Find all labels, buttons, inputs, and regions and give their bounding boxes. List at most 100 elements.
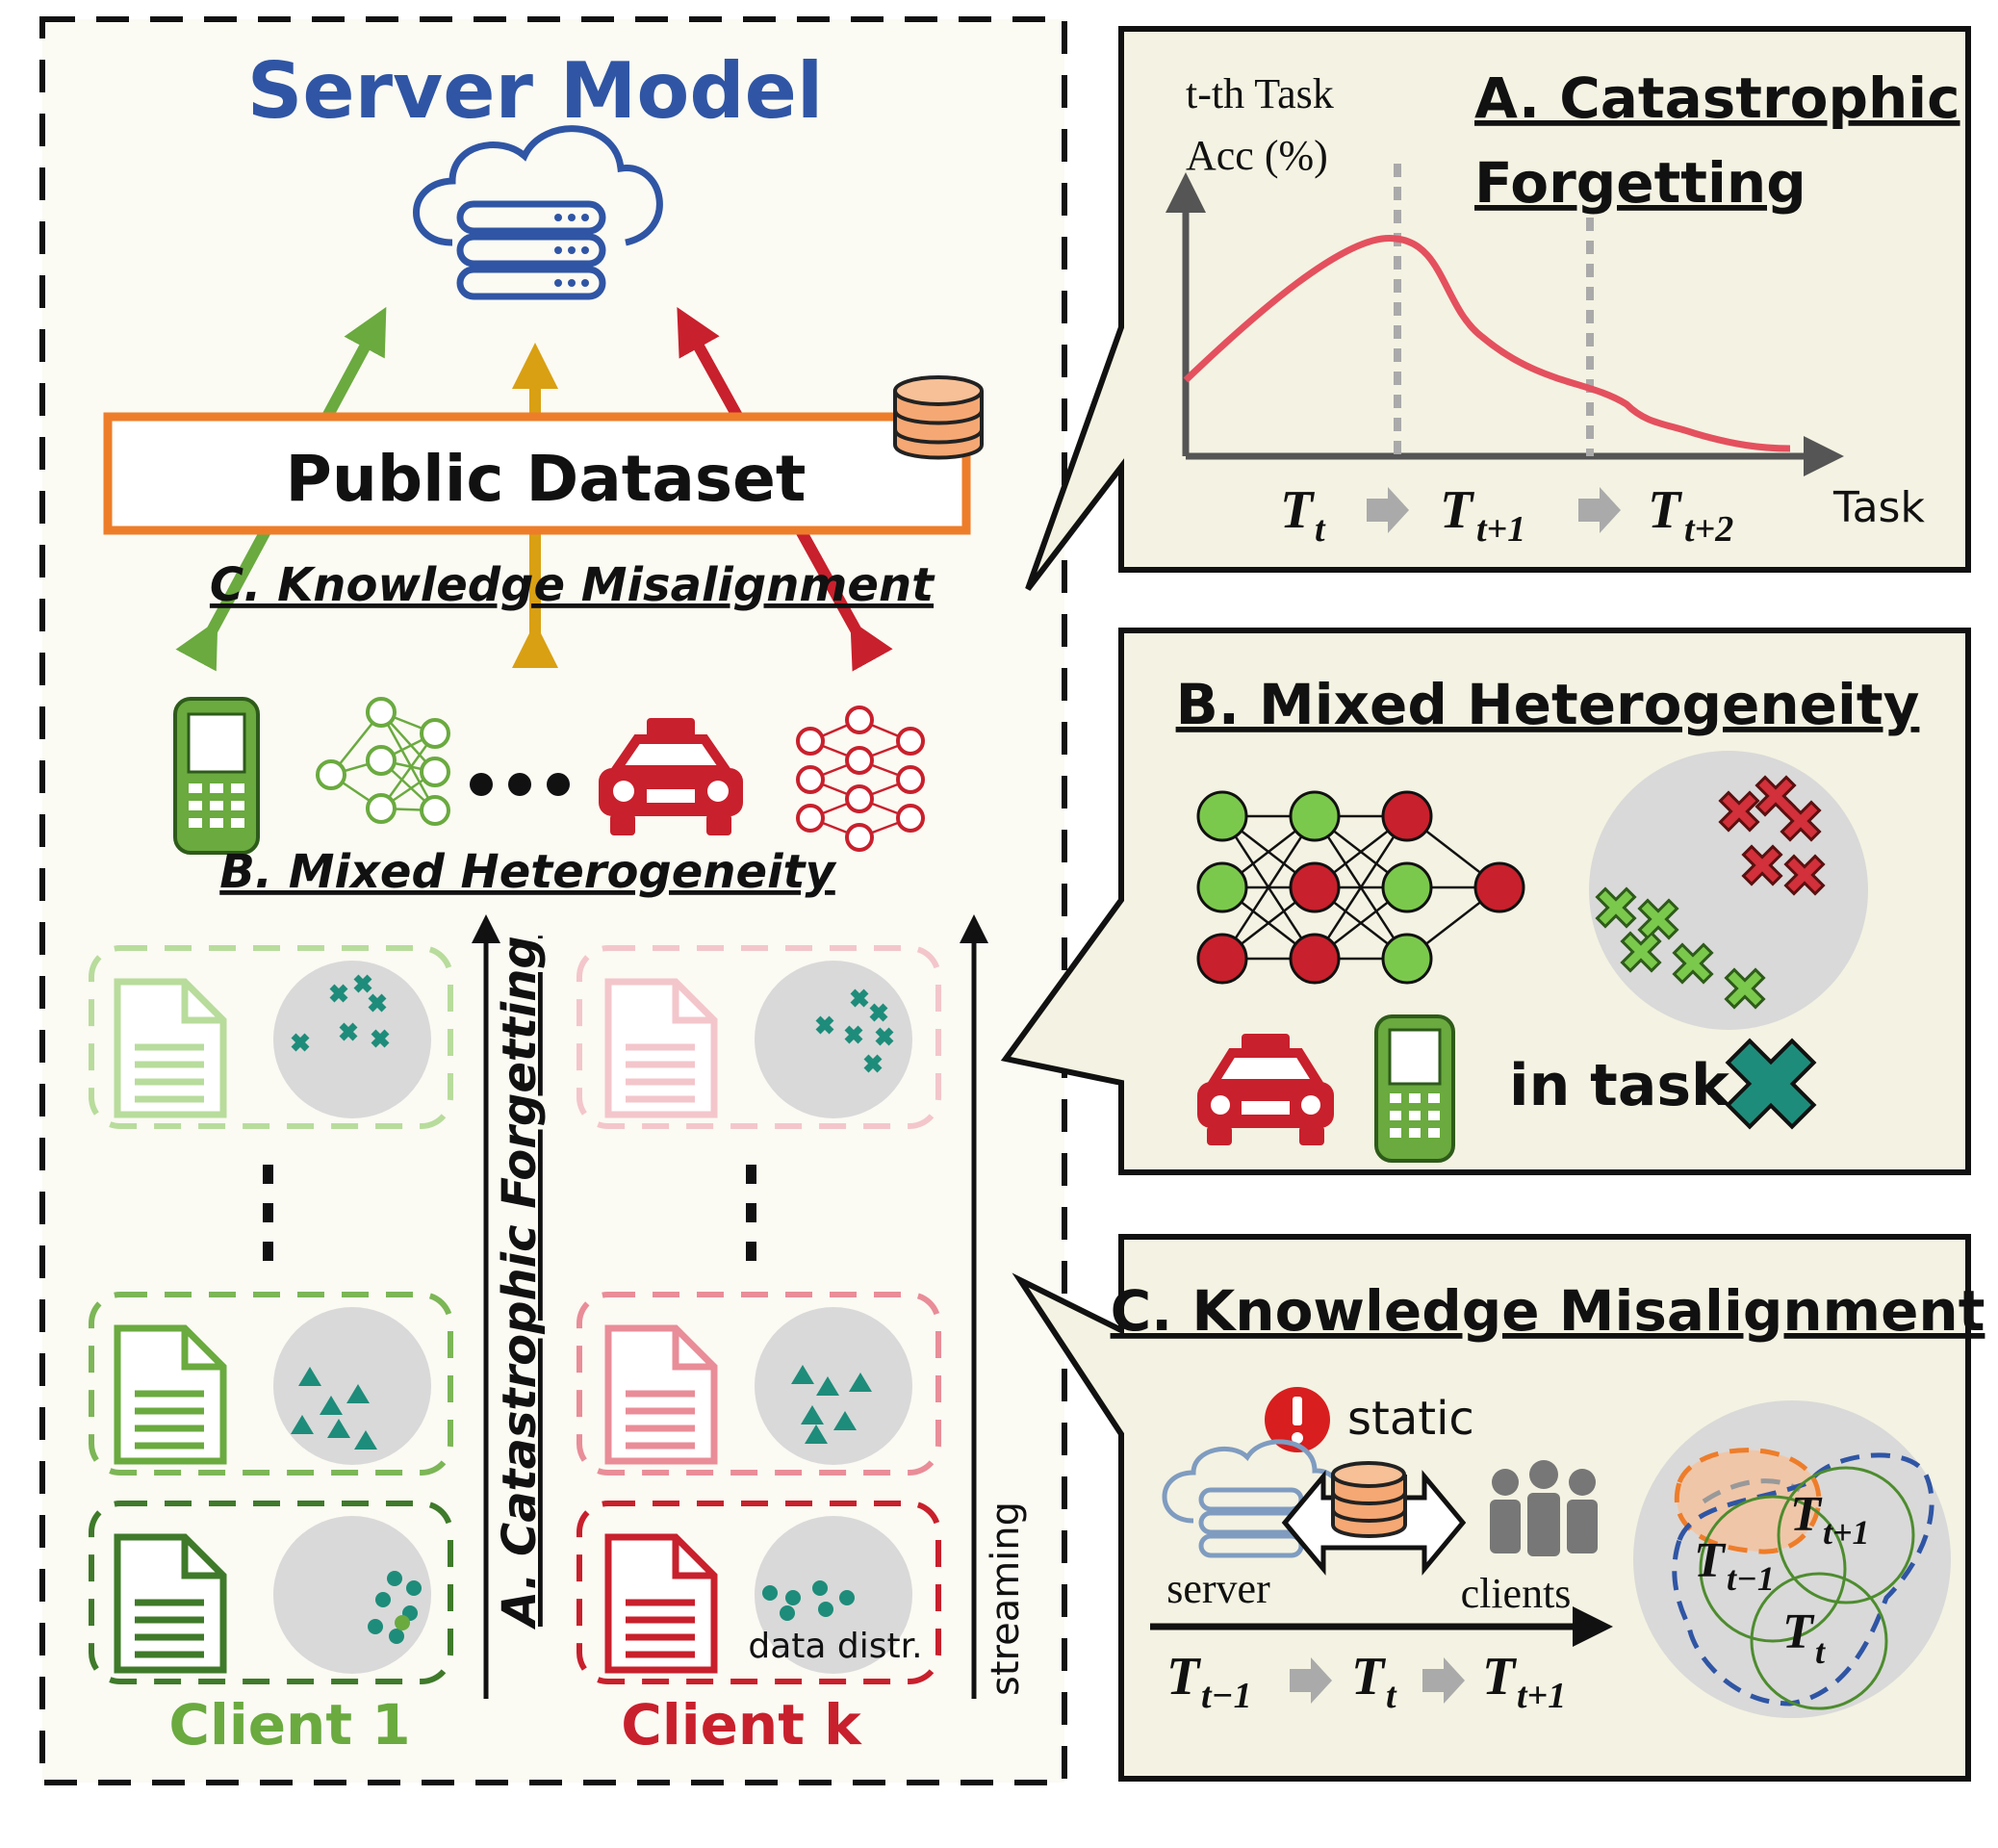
client-1-task-top [89,945,453,1129]
teal-triangle-markers [791,1365,872,1444]
panel-a-accuracy-curve [1183,235,1791,452]
panel-c-task-base: T [1166,1647,1202,1707]
server-title: Server Model [247,46,824,136]
phone-icon [173,697,260,855]
panel-a-ylabel-line1: t-th Task [1186,70,1334,117]
panel-c-knowledge-misalignment: C. Knowledge Misalignment static server … [1012,1234,1985,1782]
teal-x-markers [291,974,390,1052]
panel-c-task-sub: t [1386,1676,1397,1716]
data-distribution-label: data distr. [748,1627,922,1666]
streaming-label: streaming [984,1502,1028,1696]
public-dataset-label: Public Dataset [286,442,807,516]
panel-c-step-arrow-1 [1290,1657,1332,1704]
panel-a-task-t2: T t+2 [1648,480,1733,550]
neural-network-green-icon [316,697,450,826]
panel-a-step-arrow-1 [1367,487,1409,533]
panel-c-title: C. Knowledge Misalignment [1111,1278,1985,1344]
panel-c-client-data-boundary [1672,1452,1934,1707]
document-icon [604,1324,718,1465]
teal-x-markers [815,988,894,1073]
vertical-ellipsis [746,1165,756,1261]
knowledge-misalignment-label: C. Knowledge Misalignment [210,558,935,612]
panel-a-task-base: T [1280,480,1316,540]
document-icon [604,1533,718,1674]
panel-a-task-t1: T t+1 [1440,480,1525,550]
panel-c-gray-dashed-boundary [1702,1478,1802,1504]
mixed-heterogeneity-label: B. Mixed Heterogeneity [219,845,836,899]
panel-a-xlabel: Task [1832,483,1925,532]
panel-b-green-x-markers [1595,886,1766,1010]
data-distribution-circle [755,1516,912,1674]
panel-b-taxi-car-icon [1197,1034,1334,1145]
panel-b-phone-icon [1374,1014,1455,1163]
document-icon [604,978,718,1118]
client-k-label: Client k [621,1692,862,1758]
panel-a-task-sub: t+2 [1684,509,1733,550]
panel-c-circle-base: T [1782,1604,1815,1659]
teal-dot-markers [762,1580,855,1621]
client-k-task-middle [576,1292,941,1476]
panel-b-red-x-markers [1718,775,1826,896]
public-dataset-box [103,412,971,535]
panel-c-circle-label-t-minus-1: T t−1 [1694,1533,1775,1598]
clients-group-icon [1490,1460,1598,1556]
alert-icon [1265,1387,1330,1452]
client-k-task-top [576,945,941,1129]
panel-b-in-task-label: in task [1509,1052,1731,1119]
panel-c-task-sub: t+1 [1517,1676,1566,1716]
panel-a-title-line1: A. Catastrophic [1474,65,1960,131]
neural-network-red-icon [796,706,925,852]
teal-triangle-markers [291,1367,377,1450]
database-icon [893,375,984,460]
panel-a-task-base: T [1440,480,1475,540]
panel-a-task-base: T [1648,480,1683,540]
data-distribution-circle [273,1516,431,1674]
panel-c-task-sub: t−1 [1201,1676,1252,1716]
panel-b-title: B. Mixed Heterogeneity [1176,672,1920,737]
document-icon [114,978,227,1118]
panel-a-task-sub: t+1 [1476,509,1525,550]
catastrophic-forgetting-vertical-label: A. Catastrophic Forgetting [493,936,547,1630]
panel-b-neural-network-icon [1196,790,1525,985]
client-1-task-middle [89,1292,453,1476]
panel-c-clients-label: clients [1461,1570,1572,1617]
panel-c-task-base: T [1482,1647,1518,1707]
server-region: Server Model Public Dataset C. [39,16,1067,1785]
panel-c-task-t-minus-1: T t−1 [1166,1647,1252,1716]
panel-a-step-arrow-2 [1578,487,1621,533]
panel-c-circle-sub: t−1 [1727,1559,1775,1598]
panel-c-circle-label-t: T t [1782,1604,1826,1671]
data-distribution-circle [273,1307,431,1465]
panel-c-step-arrow-2 [1422,1657,1465,1704]
taxi-car-icon [599,718,743,835]
cloud-server-icon [413,125,663,300]
panel-c-circle-label-t-plus-1: T t+1 [1790,1487,1870,1552]
panel-c-circle-base: T [1694,1533,1727,1588]
data-distribution-circle [755,961,912,1118]
vertical-ellipsis [263,1165,273,1261]
panel-c-set-t [1750,1572,1888,1710]
panel-c-task-t: T t [1351,1647,1397,1716]
teal-dot-markers [368,1571,422,1644]
panel-c-set-t-minus-1 [1699,1495,1847,1643]
panel-b-teal-x-marker [1725,1038,1817,1130]
panel-c-set-t-plus-1 [1777,1466,1915,1604]
panel-a-task-t: T t [1280,480,1326,550]
document-icon [114,1533,227,1674]
panel-c-static-label: static [1347,1392,1474,1446]
panel-a-ylabel-line2: Acc (%) [1186,132,1328,179]
client-k-column: data distr. Client k [576,945,941,1758]
panel-c-circle-sub: t+1 [1823,1513,1870,1552]
client-k-task-bottom: data distr. [576,1501,941,1684]
client-1-column: Client 1 [89,945,453,1758]
panel-c-task-base: T [1351,1647,1387,1707]
panel-c-task-t-plus-1: T t+1 [1482,1647,1566,1716]
panel-c-circle-sub: t [1815,1632,1826,1671]
panel-b-mixed-heterogeneity: B. Mixed Heterogeneity [1000,628,1971,1175]
panel-c-circle-base: T [1790,1487,1823,1542]
panel-a-task-sub: t [1315,509,1326,550]
document-icon [114,1324,227,1465]
ellipsis-dots [470,773,570,796]
client-1-label: Client 1 [168,1692,410,1758]
